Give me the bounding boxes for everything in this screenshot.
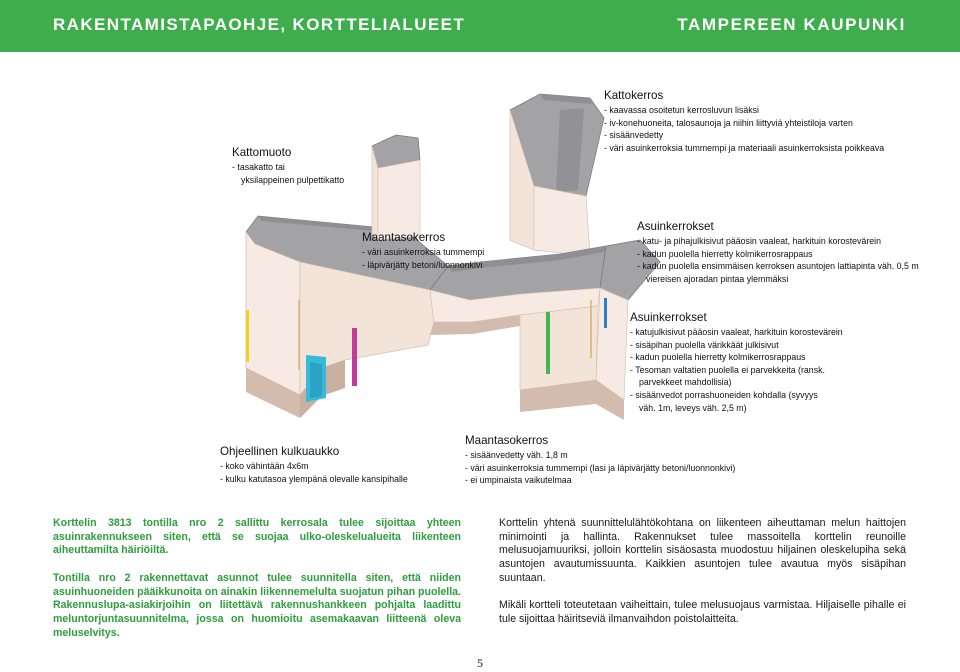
callout-heading: Maantasokerros [362, 231, 446, 244]
callout-line: - koko vähintään 4x6m [220, 461, 309, 471]
callout-line: parvekkeet mahdollisia) [639, 377, 732, 388]
callout-line: - iv-konehuoneita, talosaunoja ja niihin… [604, 117, 853, 128]
paragraph: Mikäli kortteli toteutetaan vaiheittain,… [499, 599, 906, 625]
callout-line: yksilappeinen pulpettikatto [241, 174, 345, 185]
callout-asuinkerrokset-top: Asuinkerrokset - katu- ja pihajulkisivut… [637, 220, 919, 285]
callout-line: - sisäänvedetty väh. 1,8 m [465, 450, 568, 460]
callout-heading: Kattomuoto [232, 146, 292, 159]
callout-heading: Asuinkerrokset [637, 220, 714, 233]
callout-asuinkerrokset-mid: Asuinkerrokset - katujulkisivut pääosin … [630, 311, 843, 414]
callout-line: - kulku katutasoa ylempänä olevalle kans… [220, 473, 408, 484]
callout-maantaso-bottom: Maantasokerros - sisäänvedetty väh. 1,8 … [465, 434, 735, 487]
callout-line: - kadun puolella hierretty kolmikerrosra… [630, 352, 806, 363]
callout-line: - sisäpihan puolella värikkäät julkisivu… [630, 339, 779, 350]
paragraph: Tontilla nro 2 rakennettavat asunnot tul… [53, 571, 461, 639]
callout-heading: Asuinkerrokset [630, 311, 707, 324]
callout-maantaso-top: Maantasokerros - väri asuinkerroksia tum… [362, 231, 484, 271]
ground-floor-left [246, 368, 300, 418]
callout-line: - kaavassa osoitetun kerrosluvun lisäksi [604, 105, 759, 115]
callout-line: - ei umpinaista vaikutelmaa [465, 475, 572, 486]
page-number: 5 [477, 656, 483, 670]
callout-line: - kadun puolella hierretty kolmikerrosra… [637, 248, 813, 259]
paragraph: Korttelin yhtenä suunnittelulähtökohtana… [499, 517, 906, 584]
callout-line: - väri asuinkerroksia tummempi [362, 247, 485, 257]
body-text-right-column: Korttelin yhtenä suunnittelulähtökohtana… [499, 517, 906, 640]
header-title-left: RAKENTAMISTAPAOHJE, KORTTELIALUEET [53, 15, 466, 34]
callout-line: - katu- ja pihajulkisivut pääosin vaalea… [637, 236, 881, 246]
accent-blue-right [604, 298, 607, 328]
callout-kulkuaukko: Ohjeellinen kulkuaukko - koko vähintään … [220, 445, 408, 485]
callout-line: - väri asuinkerroksia tummempi ja materi… [604, 142, 885, 153]
callout-kattomuoto: Kattomuoto - tasakatto tai yksilappeinen… [232, 146, 344, 186]
roof-right-wing [599, 239, 661, 301]
callout-heading: Maantasokerros [465, 434, 549, 447]
paragraph: Korttelin 3813 tontilla nro 2 sallittu k… [53, 517, 461, 557]
callout-line: - Tesoman valtatien puolella ei parvekke… [630, 364, 825, 375]
building-illustration [245, 93, 661, 420]
callout-line: - sisäänvedetty [604, 130, 664, 141]
body-text-left-column: Korttelin 3813 tontilla nro 2 sallittu k… [53, 517, 461, 654]
callout-heading: Kattokerros [604, 89, 664, 102]
callout-line: väh. 1m, leveys väh. 2,5 m) [639, 402, 747, 413]
callout-line: - tasakatto tai [232, 162, 285, 172]
callout-line: - katujulkisivut pääosin vaaleat, harkit… [630, 327, 843, 337]
accent-green-right [546, 312, 550, 374]
accent-yellow-left [246, 310, 249, 362]
page-header: RAKENTAMISTAPAOHJE, KORTTELIALUEET TAMPE… [0, 0, 960, 52]
header-title-right: TAMPEREEN KAUPUNKI [677, 15, 906, 34]
callout-heading: Ohjeellinen kulkuaukko [220, 445, 340, 458]
accent-magenta-left [352, 328, 357, 386]
callout-line: viereisen ajoradan pintaa ylemmäksi [646, 273, 789, 284]
callout-line: - sisäänvedot porrashuoneiden kohdalla (… [630, 389, 818, 400]
callout-kattokerros: Kattokerros - kaavassa osoitetun kerrosl… [604, 89, 884, 154]
callout-line: - läpivärjätty betoni/luonnonkivi [362, 259, 483, 270]
callout-line: - kadun puolella ensimmäisen kerroksen a… [637, 261, 919, 272]
callout-line: - väri asuinkerroksia tummempi (lasi ja … [465, 462, 736, 473]
